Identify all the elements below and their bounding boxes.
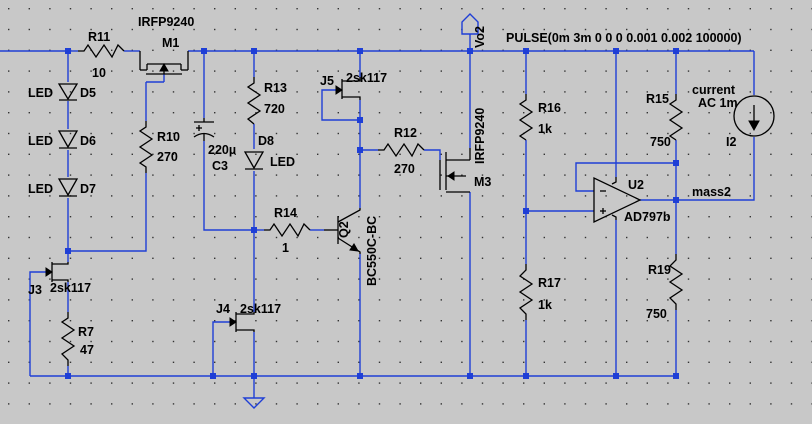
- r13-label: R13: [264, 81, 287, 95]
- current-label: current: [692, 83, 736, 97]
- r16-label: R16: [538, 101, 561, 115]
- r17-resistor[interactable]: [518, 264, 534, 320]
- d5-label: D5: [80, 86, 96, 100]
- r7-resistor[interactable]: [60, 312, 76, 366]
- d8-label: D8: [258, 134, 274, 148]
- r16-resistor[interactable]: [518, 94, 534, 141]
- r13-resistor[interactable]: [246, 77, 262, 125]
- m1-model: IRFP9240: [138, 15, 194, 29]
- ac-label: AC 1m: [698, 96, 738, 110]
- vo2-label: Vo2: [473, 26, 487, 48]
- r10-value: 270: [157, 150, 178, 164]
- r11-resistor[interactable]: [78, 43, 125, 59]
- i2-current-source[interactable]: [733, 95, 775, 137]
- j5-jfet[interactable]: [335, 77, 361, 100]
- r7-label: R7: [78, 325, 94, 339]
- grid-dots: [8, 8, 812, 405]
- j4-model: 2sk117: [240, 302, 281, 316]
- m3-pmos[interactable]: [439, 148, 471, 193]
- j3-model: 2sk117: [50, 281, 91, 295]
- d6-led[interactable]: [57, 130, 79, 149]
- d8-led[interactable]: [243, 151, 265, 170]
- led-d8-label: LED: [270, 155, 295, 169]
- j4-label: J4: [216, 302, 230, 316]
- q2-npn-transistor[interactable]: [324, 208, 361, 254]
- m1-label: M1: [162, 36, 179, 50]
- m1-pmos[interactable]: [139, 51, 189, 75]
- r10-resistor[interactable]: [138, 121, 154, 173]
- r16-value: 1k: [538, 122, 552, 136]
- j3-jfet[interactable]: [45, 262, 69, 282]
- m3-label: M3: [474, 175, 491, 189]
- r19-resistor[interactable]: [668, 254, 684, 310]
- r15-label: R15: [646, 92, 669, 106]
- r12-label: R12: [394, 126, 417, 140]
- r15-value: 750: [650, 135, 671, 149]
- pulse-spec: PULSE(0m 3m 0 0 0 0.001 0.002 100000): [506, 31, 742, 45]
- r12-resistor[interactable]: [378, 142, 425, 158]
- led-d6-label: LED: [28, 134, 53, 148]
- led-d5-label: LED: [28, 86, 53, 100]
- vo2-port[interactable]: [461, 13, 479, 35]
- r14-resistor[interactable]: [264, 222, 311, 238]
- r17-label: R17: [538, 276, 561, 290]
- d7-label: D7: [80, 182, 96, 196]
- i2-label: I2: [726, 135, 736, 149]
- mass2-label: mass2: [692, 185, 731, 199]
- r17-value: 1k: [538, 298, 552, 312]
- r11-value: 10: [92, 66, 106, 80]
- r15-resistor[interactable]: [668, 94, 684, 141]
- c3-capacitor[interactable]: [193, 118, 215, 141]
- junctions: [65, 48, 679, 379]
- d7-led[interactable]: [57, 178, 79, 197]
- r14-label: R14: [274, 206, 297, 220]
- r11-label: R11: [88, 30, 110, 44]
- r10-label: R10: [157, 130, 180, 144]
- r19-label: R19: [648, 263, 671, 277]
- c3-label: C3: [212, 159, 228, 173]
- q2-model: BC550C-BC: [365, 216, 379, 286]
- d5-led[interactable]: [57, 83, 79, 101]
- u2-label: U2: [628, 178, 644, 192]
- r14-value: 1: [282, 241, 289, 255]
- labels: R11 10 IRFP9240 M1 Vo2 PULSE(0m 3m 0 0 0…: [28, 15, 742, 357]
- u2-opamp[interactable]: [593, 176, 642, 224]
- m3-model: IRFP9240: [473, 108, 487, 164]
- j3-label: J3: [28, 283, 42, 297]
- j5-model: 2sk117: [346, 71, 387, 85]
- ground-symbol: [242, 397, 266, 409]
- q2-label: Q2: [337, 221, 351, 238]
- led-d7-label: LED: [28, 182, 53, 196]
- r7-value: 47: [80, 343, 94, 357]
- r12-value: 270: [394, 162, 415, 176]
- d6-label: D6: [80, 134, 96, 148]
- r19-value: 750: [646, 307, 667, 321]
- u2-model: AD797b: [624, 210, 671, 224]
- c3-value: 220µ: [208, 143, 236, 157]
- j4-jfet[interactable]: [229, 312, 255, 332]
- j5-label: J5: [320, 74, 334, 88]
- r13-value: 720: [264, 102, 285, 116]
